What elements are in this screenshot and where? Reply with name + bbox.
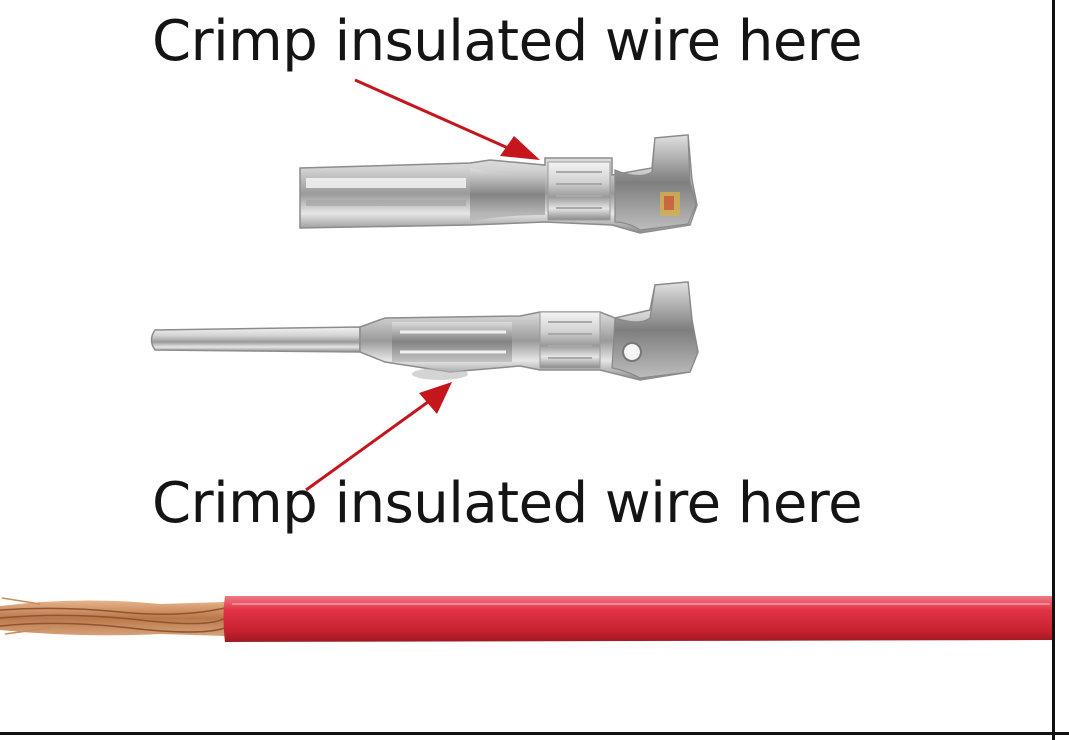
stripped-red-wire-icon <box>0 596 1052 642</box>
arrow-to-female-crimp-icon <box>354 78 540 160</box>
male-pin-crimp-terminal-icon <box>150 281 699 381</box>
top-caption: Crimp insulated wire here <box>152 9 863 74</box>
female-crimp-terminal-icon <box>299 134 698 234</box>
image-frame-bottom <box>0 732 1069 735</box>
bottom-caption: Crimp insulated wire here <box>152 471 863 536</box>
image-frame-right <box>1052 0 1055 740</box>
arrow-to-male-crimp-icon <box>305 382 452 492</box>
